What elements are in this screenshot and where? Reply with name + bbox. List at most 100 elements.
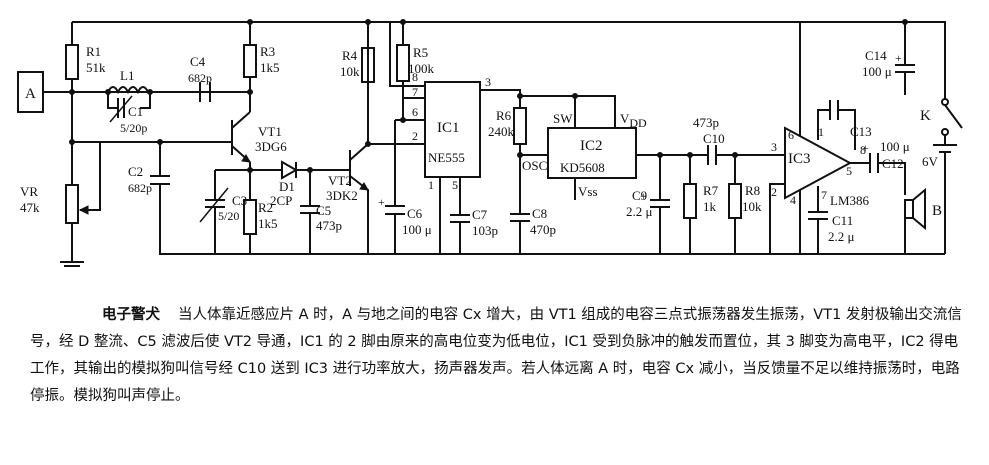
ic1-pin7: 7 <box>412 85 418 99</box>
vr-value: 47k <box>20 200 40 215</box>
vt2-label: VT2 <box>328 173 352 188</box>
c6-plus: + <box>378 195 385 209</box>
capacitor-c2 <box>150 175 170 185</box>
c12-plus: + <box>862 141 869 155</box>
ic1-pin5: 5 <box>452 178 458 192</box>
ic1-pin1: 1 <box>428 178 434 192</box>
c14-label: C14 <box>865 48 887 63</box>
ic3-pin6: 6 <box>788 128 794 142</box>
r7-label: R7 <box>703 183 719 198</box>
r6-label: R6 <box>496 108 512 123</box>
r3-label: R3 <box>260 44 275 59</box>
speaker-b-label: B <box>932 203 942 219</box>
c4-label: C4 <box>190 54 206 69</box>
capacitor-c10 <box>707 145 717 165</box>
ic3-pin2: 2 <box>771 185 777 199</box>
inductor-l1 <box>107 86 149 95</box>
c7-label: C7 <box>472 207 488 222</box>
capacitor-c8 <box>510 213 530 222</box>
c5-value: 473p <box>316 218 342 233</box>
description-body: 当人体靠近感应片 A 时，A 与地之间的电容 Cx 增大，由 VT1 组成的电容… <box>30 307 962 404</box>
capacitor-c13 <box>829 100 839 120</box>
c11-value: 2.2 μ <box>828 229 855 244</box>
resistor-r4 <box>361 47 375 83</box>
ic1-label: IC1 <box>437 120 460 136</box>
ic3-label: IC3 <box>788 151 811 167</box>
capacitor-c4 <box>199 82 211 102</box>
vr-label: VR <box>20 184 38 199</box>
r5-value: 100k <box>408 61 435 76</box>
c5-label: C5 <box>316 203 331 218</box>
resistor-r8 <box>728 183 742 219</box>
ic3-pin5: 5 <box>846 164 852 178</box>
d1-label: D1 <box>279 179 295 194</box>
circuit-schematic: A R1 51k VR 47k L1 C1 5/20p C4 682p R3 1… <box>17 19 963 267</box>
capacitor-c11 <box>808 211 828 220</box>
ic2-vdd-pin: VDD <box>620 111 647 130</box>
ic2-sw-pin: SW <box>553 111 573 126</box>
c1-label: C1 <box>128 104 143 119</box>
vt1-type: 3DG6 <box>255 139 287 154</box>
capacitor-c7 <box>450 214 470 223</box>
diode-d1 <box>281 160 299 180</box>
ic2-type: KD5608 <box>560 160 605 175</box>
c8-value: 470p <box>530 222 556 237</box>
description-title: 电子警犬 <box>102 307 160 323</box>
c8-label: C8 <box>532 206 547 221</box>
ic1-pin6: 6 <box>412 105 418 119</box>
switch-k-label: K <box>920 108 931 124</box>
capacitor-c12 <box>869 153 879 173</box>
top-rail <box>72 21 946 88</box>
circuit-description: 电子警犬当人体靠近感应片 A 时，A 与地之间的电容 Cx 增大，由 VT1 组… <box>30 302 965 410</box>
c13-label: C13 <box>850 124 872 139</box>
c7-value: 103p <box>472 223 498 238</box>
c14-plus: + <box>895 51 902 65</box>
c12-value: 100 μ <box>880 139 910 154</box>
vt1-label: VT1 <box>258 124 282 139</box>
capacitor-c9 <box>650 199 670 208</box>
capacitor-c6 <box>385 205 405 215</box>
r2-label: R2 <box>258 200 273 215</box>
r3-value: 1k5 <box>260 60 280 75</box>
vt2-type: 3DK2 <box>326 188 358 203</box>
r1-label: R1 <box>86 44 101 59</box>
c6-label: C6 <box>407 206 423 221</box>
potentiometer-vr <box>65 184 79 224</box>
r8-value: 10k <box>742 199 762 214</box>
c12-label: C12 <box>882 156 904 171</box>
l1-label: L1 <box>120 68 134 83</box>
ic1-pin3: 3 <box>485 75 491 89</box>
switch-k <box>941 98 949 106</box>
ic2-vss-pin: Vss <box>578 184 598 199</box>
c6-value: 100 μ <box>402 222 432 237</box>
ic1-pin2: 2 <box>412 129 418 143</box>
ic3-pin8: 8 <box>860 143 866 157</box>
c11-label: C11 <box>832 213 853 228</box>
speaker-b <box>904 199 914 219</box>
c9-plus: + <box>640 189 647 203</box>
ic3-pin3: 3 <box>771 140 777 154</box>
r4-value: 10k <box>340 64 360 79</box>
r6-value: 240k <box>488 124 515 139</box>
d1-type: 2CP <box>270 193 292 208</box>
r4-label: R4 <box>342 48 358 63</box>
c2-value: 682p <box>128 181 152 195</box>
resistor-r7 <box>683 183 697 219</box>
r7-value: 1k <box>703 199 717 214</box>
c2-label: C2 <box>128 164 143 179</box>
resistor-r3 <box>243 44 257 78</box>
ic3-pin1: 1 <box>818 125 824 139</box>
c1-value: 5/20p <box>120 121 147 135</box>
ic2-label: IC2 <box>580 138 603 154</box>
c10-value: 473p <box>693 115 719 130</box>
ic2-osc-pin: OSC <box>522 158 547 173</box>
ground-symbol <box>60 261 84 267</box>
battery-value: 6V <box>922 154 939 169</box>
ic3-type: LM386 <box>830 193 870 208</box>
resistor-r1 <box>65 44 79 80</box>
c9-label: C9 <box>632 188 647 203</box>
resistor-r6 <box>513 107 527 145</box>
r8-label: R8 <box>745 183 760 198</box>
ic1-pin8: 8 <box>412 70 418 84</box>
r1-value: 51k <box>86 60 106 75</box>
